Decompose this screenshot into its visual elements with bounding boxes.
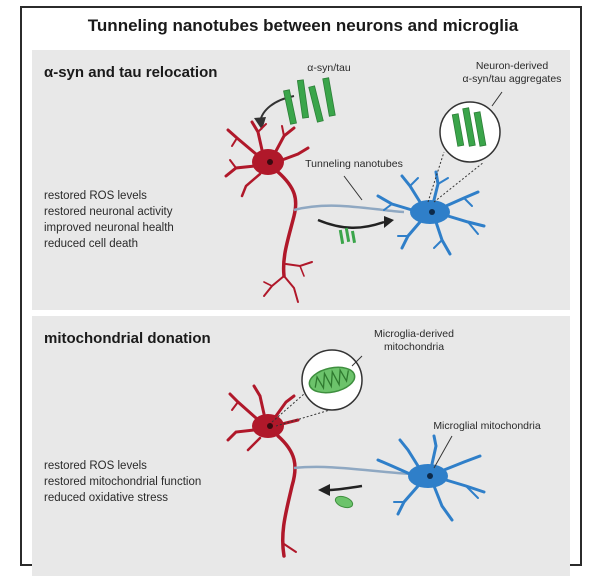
figure-title: Tunneling nanotubes between neurons and …	[87, 16, 519, 35]
relocation-outcomes: restored ROS levels restored neuronal ac…	[44, 188, 174, 252]
panel-donation-heading: mitochondrial donation	[44, 330, 211, 347]
label-neuron-derived: Neuron-derived α-syn/tau aggregates	[462, 60, 562, 85]
derived-label-pointer	[491, 91, 503, 107]
outcome-item: reduced oxidative stress	[44, 492, 169, 504]
donation-illustration	[226, 349, 486, 558]
transfer-arrow	[317, 218, 385, 230]
tunneling-nanotube	[293, 204, 405, 214]
microglia-cell	[376, 170, 486, 256]
tunneling-nanotube	[293, 465, 413, 476]
transfer-arrowhead	[384, 216, 394, 228]
microglia-nucleus	[429, 209, 435, 215]
panel-relocation: α-syn and tau relocation	[32, 50, 570, 310]
aggregate-fibrils	[283, 77, 336, 125]
zoom-line-right	[433, 161, 485, 203]
zoom-line-left	[427, 151, 445, 203]
zoomed-aggregates	[451, 107, 487, 147]
relocation-illustration	[224, 77, 503, 303]
panel-mitochondrial-donation: mitochondrial donation	[32, 316, 570, 576]
donation-arrowhead	[318, 484, 330, 496]
zoomed-mitochondrion-icon	[308, 366, 356, 394]
label-tunneling-nanotubes: Tunneling nanotubes	[305, 158, 403, 170]
neuron-nucleus	[267, 159, 273, 165]
outcome-item: restored mitochondrial function	[44, 476, 202, 488]
outcome-item: restored ROS levels	[44, 190, 147, 202]
outcome-item: improved neuronal health	[44, 222, 174, 234]
donation-arrow	[327, 484, 363, 492]
neuron-cell	[226, 384, 300, 558]
neuron-cell	[224, 120, 313, 303]
donation-outcomes: restored ROS levels restored mitochondri…	[44, 458, 201, 506]
outcome-item: reduced cell death	[44, 238, 138, 250]
zoom-line-left	[271, 393, 305, 423]
microglia-nucleus	[427, 473, 433, 479]
figure-frame: Tunneling nanotubes between neurons and …	[20, 6, 582, 576]
neuron-nucleus	[267, 423, 273, 429]
transferred-aggregates	[338, 227, 357, 245]
microglial-label-pointer	[433, 435, 453, 469]
mitochondrion-icon	[334, 495, 354, 509]
outcome-item: restored neuronal activity	[44, 206, 173, 218]
label-microglia-derived: Microglia-derived mitochondria	[374, 328, 454, 353]
outcome-item: restored ROS levels	[44, 460, 147, 472]
tnt-label-pointer	[343, 175, 363, 201]
panel-relocation-heading: α-syn and tau relocation	[44, 64, 218, 81]
derived-label-pointer	[351, 355, 363, 367]
label-aggregates: α-syn/tau	[307, 62, 351, 74]
label-microglial-mitochondria: Microglial mitochondria	[433, 420, 541, 432]
